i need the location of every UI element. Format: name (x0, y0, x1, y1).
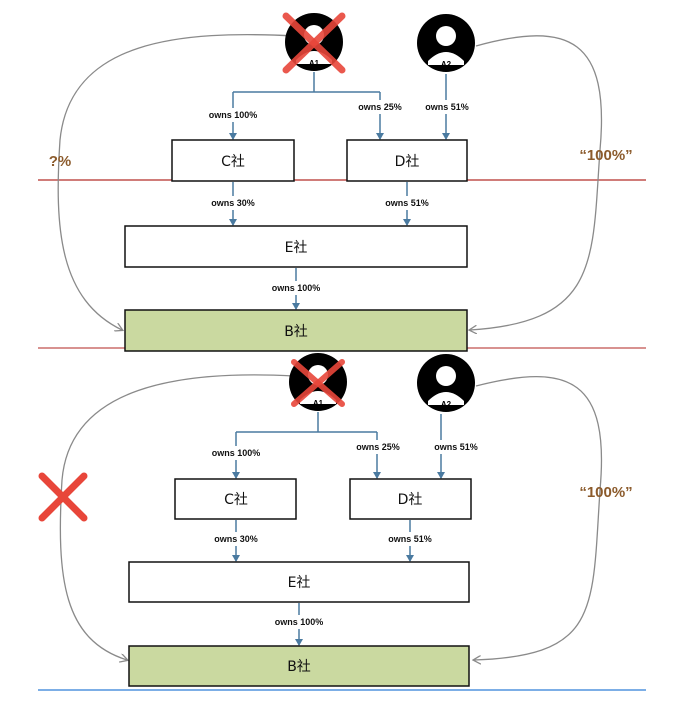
top-person-a2: A2 (417, 14, 475, 72)
bottom-edge-c-e-label: owns 30% (214, 534, 258, 544)
bottom-company-b-box: B社 (128, 645, 470, 687)
top-company-d-box: D社 (346, 139, 468, 182)
bottom-person-a2: A2 (417, 354, 475, 412)
top-right-percentage-label: “100%” (579, 147, 632, 164)
bottom-company-b-label: B社 (287, 659, 311, 675)
bottom-edge-a1-c-label: owns 100% (212, 448, 261, 458)
top-company-b-box: B社 (124, 309, 468, 352)
bottom-company-d-label: D社 (398, 492, 423, 508)
bottom-left-cross-icon (38, 472, 88, 522)
top-edge-a1-d-label: owns 25% (358, 102, 402, 112)
top-person-a1-label: A1 (309, 59, 320, 68)
bottom-company-d-box: D社 (349, 478, 472, 520)
top-company-e-box: E社 (124, 225, 468, 268)
top-company-c-box: C社 (171, 139, 295, 182)
top-edge-a1-c-label: owns 100% (209, 110, 258, 120)
bottom-edge-e-b-label: owns 100% (275, 617, 324, 627)
top-company-b-label: B社 (284, 324, 308, 340)
bottom-edge-a2-d-label: owns 51% (434, 442, 478, 452)
bottom-person-a1-label: A1 (313, 399, 324, 408)
top-edge-e-b-label: owns 100% (272, 283, 321, 293)
bottom-right-percentage-label: “100%” (579, 484, 632, 501)
top-right-curve (470, 35, 603, 330)
top-left-percentage-label: ?% (49, 153, 72, 170)
top-a1-cross-icon (282, 12, 346, 74)
top-company-e-label: E社 (285, 240, 308, 256)
bottom-right-curve (474, 376, 603, 660)
top-company-c-label: C社 (221, 154, 245, 170)
top-left-curve (57, 33, 297, 330)
bottom-person-a1: A1 (289, 353, 347, 411)
bottom-a1-cross-icon (291, 359, 345, 407)
top-company-d-label: D社 (395, 154, 420, 170)
bottom-edge-a1-d-label: owns 25% (356, 442, 400, 452)
bottom-edge-d-e-label: owns 51% (388, 534, 432, 544)
bottom-left-curve (59, 374, 295, 660)
bottom-company-c-box: C社 (174, 478, 297, 520)
bottom-person-a2-label: A2 (441, 400, 452, 409)
top-person-a2-label: A2 (441, 60, 452, 69)
bottom-company-e-label: E社 (288, 575, 311, 591)
bottom-company-e-box: E社 (128, 561, 470, 603)
bottom-company-c-label: C社 (224, 492, 248, 508)
top-person-a1: A1 (282, 12, 346, 74)
top-edge-c-e-label: owns 30% (211, 198, 255, 208)
top-panel: A1 A2 owns 100% owns 25% owns 51% C社 (38, 12, 646, 352)
bottom-panel: A1 A2 owns 100% owns 25% owns 51% C社 (38, 353, 646, 691)
top-edge-d-e-label: owns 51% (385, 198, 429, 208)
top-edge-a2-d-label: owns 51% (425, 102, 469, 112)
